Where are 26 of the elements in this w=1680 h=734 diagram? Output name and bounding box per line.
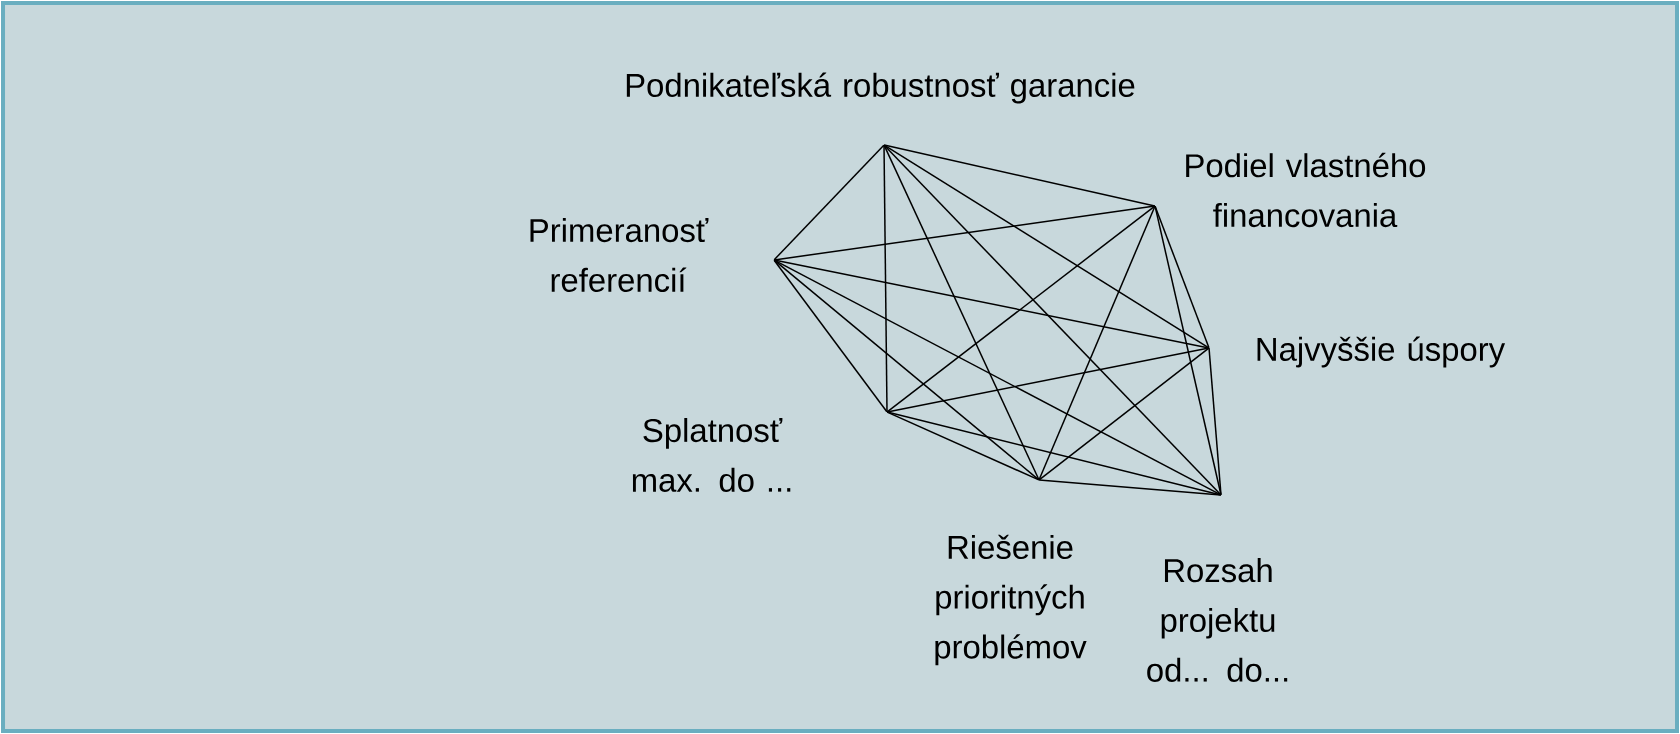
line [883,144,888,413]
line [886,411,1040,481]
line [1208,347,1222,496]
line [883,144,1040,481]
line [883,144,1156,207]
node-label: Riešenie prioritných problémov [935,534,1087,666]
node-label: Rozsah projektu od... do... [1147,558,1288,682]
node-label: Podiel vlastného financovania [1186,152,1426,228]
line [773,144,885,261]
line [886,347,1210,413]
node-label: Splatnosť max. do ... [632,418,791,492]
node-label: Podnikateľská robustnosť garancie [626,72,1135,104]
line [773,259,888,413]
line [773,259,1210,349]
line [886,205,1156,413]
line [883,144,1210,349]
line [773,259,1040,481]
node-label: Primeranosť referencií [530,218,709,292]
node-label: Najvyššie úspory [1257,336,1506,368]
line [1038,479,1222,496]
line [1038,205,1156,481]
line [1154,205,1210,349]
line [773,205,1156,261]
line [883,144,1222,496]
line [1038,347,1210,481]
line [773,259,1222,496]
